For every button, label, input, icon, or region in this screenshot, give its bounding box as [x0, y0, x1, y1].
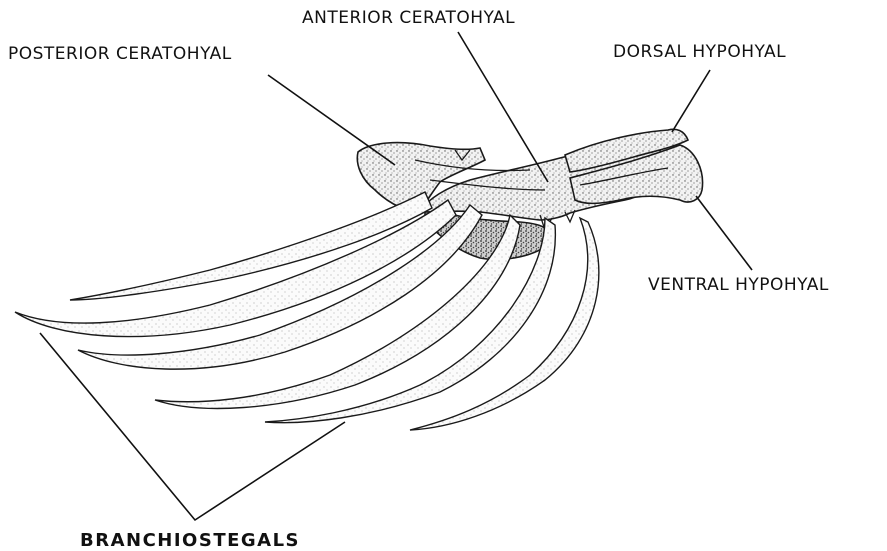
- label-ventral-hypohyal: VENTRAL HYPOHYAL: [648, 275, 829, 295]
- label-posterior-ceratohyal: POSTERIOR CERATOHYAL: [8, 44, 232, 64]
- label-dorsal-hypohyal: DORSAL HYPOHYAL: [613, 42, 786, 62]
- label-anterior-ceratohyal: ANTERIOR CERATOHYAL: [302, 8, 515, 28]
- label-branchiostegals: BRANCHIOSTEGALS: [80, 530, 300, 551]
- leader-dorsal-hypohyal: [672, 70, 710, 132]
- leader-posterior-ceratohyal: [268, 75, 395, 165]
- leader-ventral-hypohyal: [696, 196, 752, 270]
